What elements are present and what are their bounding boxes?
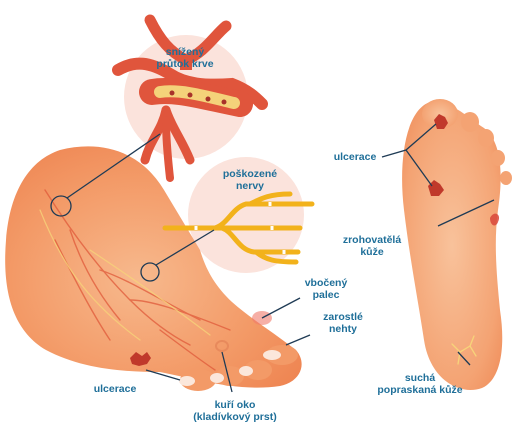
label-ulceration-side: ulcerace (86, 383, 144, 395)
label-dry-cracked-skin: suchá popraskaná kůže (368, 372, 472, 396)
label-ingrown-nails: zarostlé nehty (318, 311, 368, 335)
label-hammer-toe: kuří oko (kladívkový prst) (190, 399, 280, 423)
label-damaged-nerves: poškozené nervy (218, 168, 282, 192)
label-calluses: zrohovatělá kůže (338, 234, 406, 258)
label-ulceration-sole: ulcerace (326, 151, 384, 163)
label-hallux-valgus: vbočený palec (302, 277, 350, 301)
label-reduced-blood-flow: snížený průtok krve (150, 46, 220, 70)
sole-foot-illustration (402, 99, 512, 390)
